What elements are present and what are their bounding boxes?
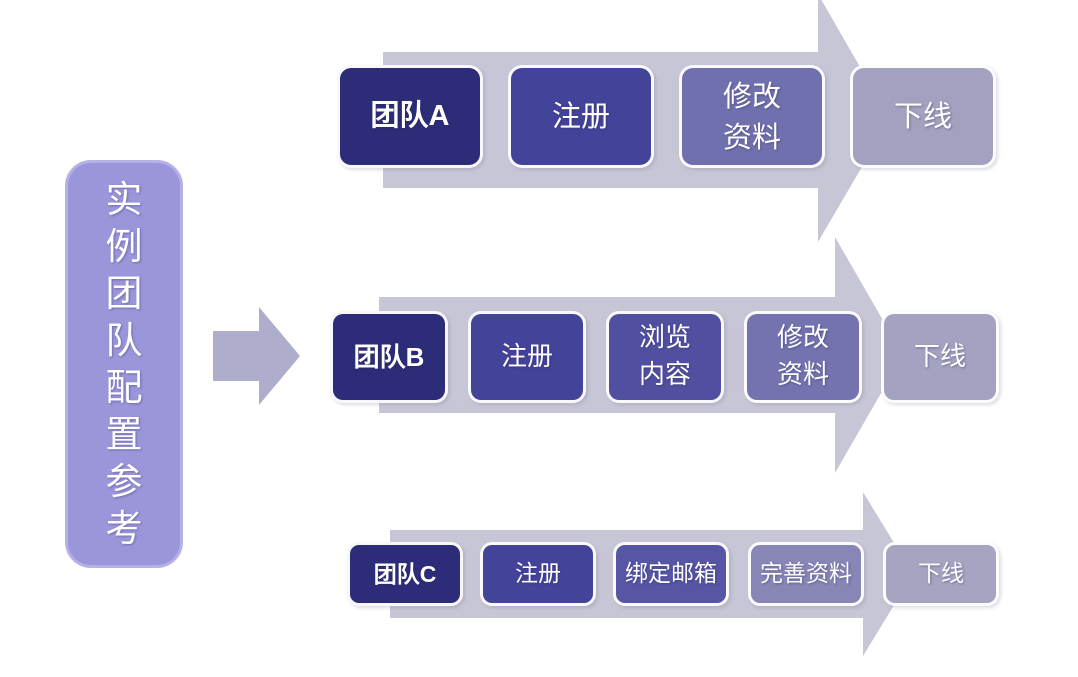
step-box-label: 团队B [353, 341, 425, 372]
flow-b-step-box-5: 下线 [881, 311, 999, 403]
step-box-label: 注册 [515, 561, 561, 587]
flow-b-step-box-3: 浏览内容 [606, 311, 724, 403]
step-box-label: 团队A [370, 100, 450, 132]
connector-arrow-icon [213, 307, 300, 405]
title-char: 团 [105, 272, 143, 315]
flow-c-step-box-5: 下线 [883, 542, 999, 606]
step-box-label: 注册 [500, 341, 553, 372]
title-char: 配 [105, 366, 143, 409]
flow-b-step-box-1: 团队B [330, 311, 448, 403]
flow-c-step-box-1: 团队C [347, 542, 463, 606]
flow-c-step-box-3: 绑定邮箱 [613, 542, 729, 606]
title-char: 置 [105, 413, 143, 456]
title-char: 考 [105, 507, 143, 550]
step-box-label: 完善资料 [760, 561, 852, 587]
title-char: 队 [105, 319, 143, 362]
flow-b-step-box-4: 修改资料 [744, 311, 862, 403]
flow-c-step-box-2: 注册 [480, 542, 596, 606]
step-box-label: 内容 [638, 360, 691, 390]
step-box-label: 下线 [893, 99, 952, 133]
step-box-label: 下线 [918, 561, 964, 587]
step-box-label: 资料 [776, 360, 829, 390]
step-box-label: 团队C [373, 561, 437, 587]
step-box-label: 资料 [722, 119, 781, 154]
title-char: 例 [105, 225, 143, 268]
flow-b-step-box-2: 注册 [468, 311, 586, 403]
step-box-label: 修改 [776, 323, 829, 353]
flow-a-step-box-2: 注册 [508, 65, 654, 168]
step-box-label: 浏览 [638, 323, 691, 353]
step-box-label: 绑定邮箱 [625, 561, 717, 587]
title-char: 参 [105, 460, 143, 503]
flow-c-step-box-4: 完善资料 [748, 542, 864, 606]
step-box-label: 下线 [913, 341, 966, 372]
flow-a-step-box-1: 团队A [337, 65, 483, 168]
step-box-label: 修改 [722, 78, 781, 113]
title-char: 实 [105, 178, 143, 221]
step-box-label: 注册 [551, 99, 610, 133]
flow-a-step-box-3: 修改资料 [679, 65, 825, 168]
diagram-title-box: 实 例 团 队 配 置 参 考 [65, 160, 183, 568]
flow-a-step-box-4: 下线 [850, 65, 996, 168]
